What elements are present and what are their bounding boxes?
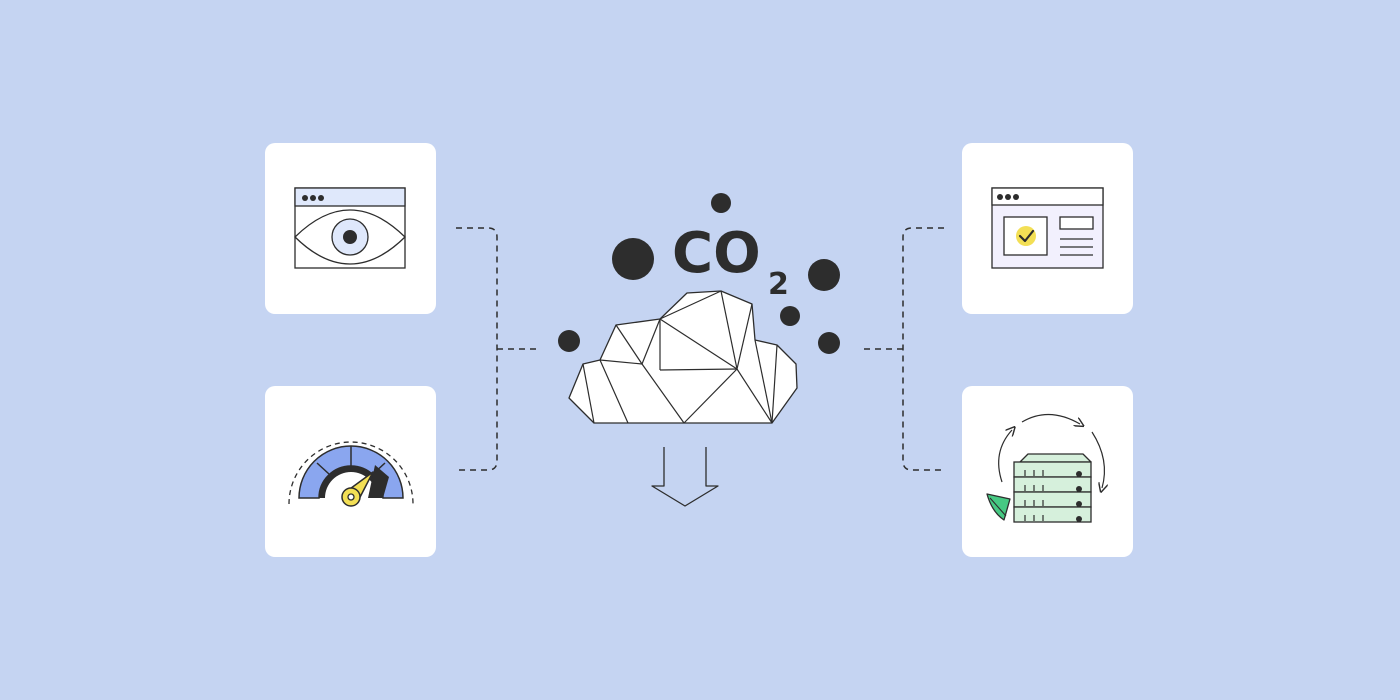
left-connector	[456, 227, 540, 471]
right-connector	[860, 227, 944, 471]
cloud-co2-icon: CO 2	[558, 193, 840, 507]
green-server-cycle-icon	[986, 413, 1133, 523]
particle	[558, 330, 580, 352]
co2-particles	[558, 193, 840, 354]
down-arrow-icon	[651, 447, 719, 507]
particle	[780, 306, 800, 326]
particle	[808, 259, 840, 291]
polygon-cloud	[568, 290, 798, 424]
monitoring-card	[265, 143, 436, 314]
checkbox-browser-icon	[991, 187, 1104, 269]
co2-subscript: 2	[768, 267, 789, 302]
co2-formula: CO	[672, 221, 761, 286]
eye-monitoring-icon	[294, 187, 406, 269]
particle	[818, 332, 840, 354]
particle	[612, 238, 654, 280]
performance-card	[265, 386, 436, 557]
compliance-card	[962, 143, 1133, 314]
particle	[711, 193, 731, 213]
green-hosting-card	[962, 386, 1133, 557]
speed-gauge-icon	[288, 441, 414, 507]
